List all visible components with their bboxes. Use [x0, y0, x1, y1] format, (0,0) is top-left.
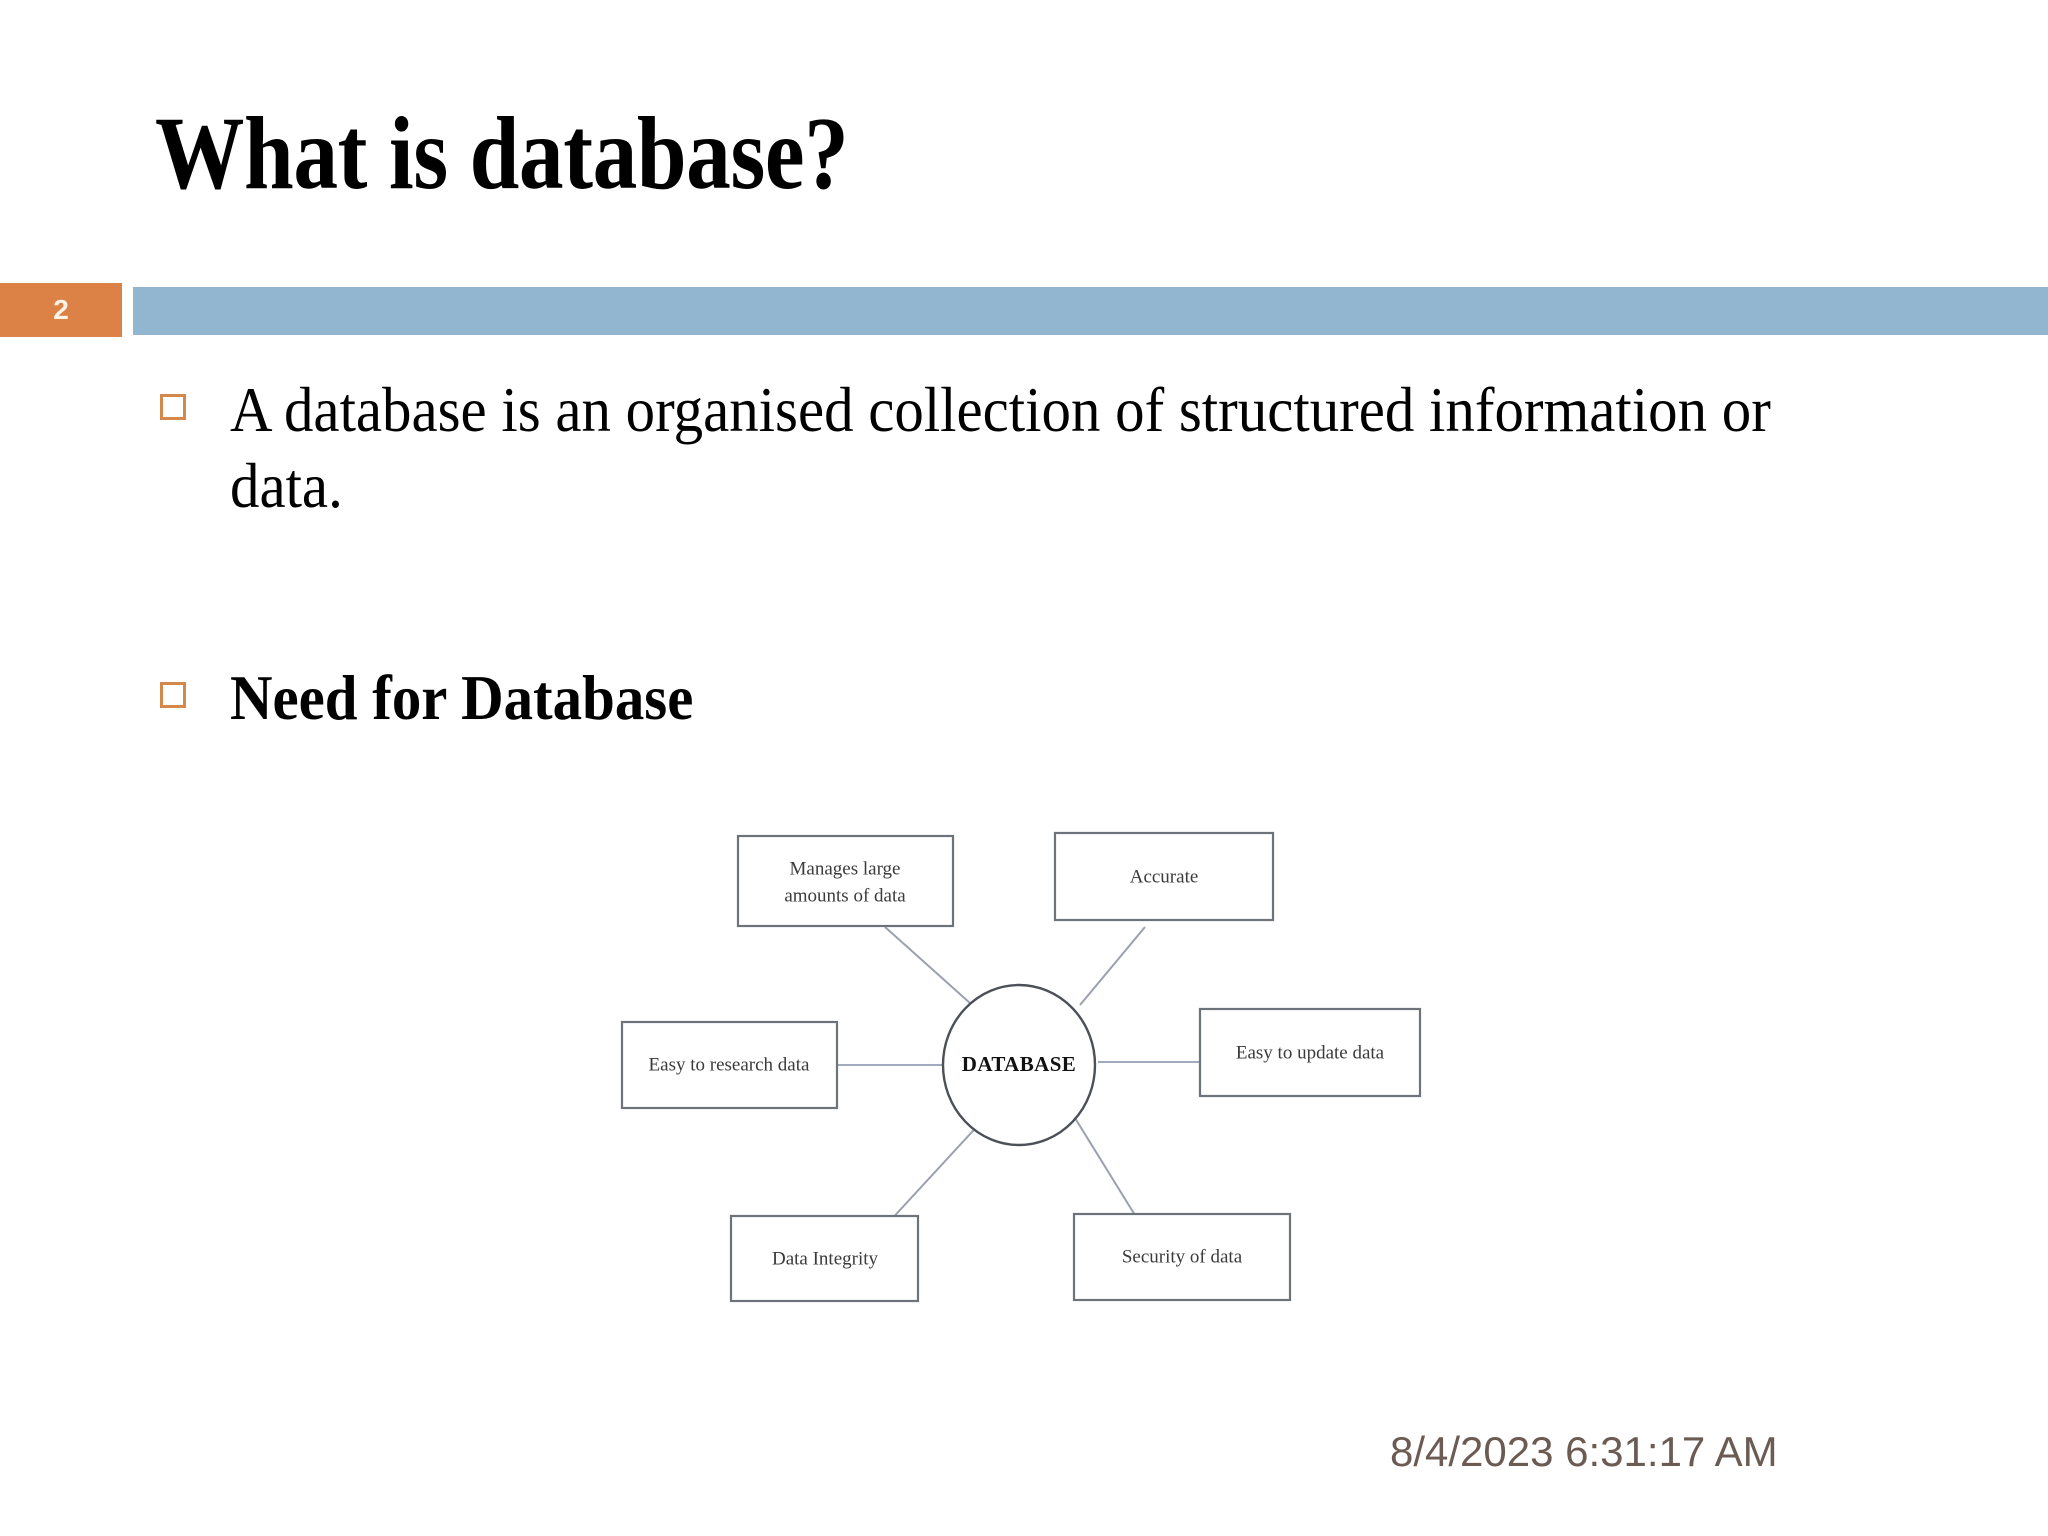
diagram-node-manages: Manages large amounts of data	[736, 834, 955, 928]
connector-manages	[884, 926, 981, 1013]
bullet-item-1-text: A database is an organised collection of…	[230, 374, 1771, 521]
bullet-item-2-text: Need for Database	[230, 662, 694, 733]
diagram-node-accurate: Accurate	[1053, 831, 1275, 922]
database-benefits-diagram: Manages large amounts of data Accurate E…	[600, 800, 1500, 1360]
diagram-node-update: Easy to update data	[1198, 1007, 1422, 1098]
bullet-item-1: A database is an organised collection of…	[160, 372, 2040, 523]
diagram-node-research: Easy to research data	[620, 1020, 839, 1110]
diagram-node-manages-line1: Manages large	[790, 858, 901, 879]
page-number-badge: 2	[0, 283, 122, 337]
connector-security	[1074, 1117, 1139, 1221]
diagram-node-accurate-label: Accurate	[1130, 866, 1199, 887]
bullet-item-2: Need for Database	[160, 660, 1360, 736]
page-number-label: 2	[53, 294, 69, 325]
square-bullet-icon	[160, 682, 186, 708]
diagram-node-security-label: Security of data	[1122, 1246, 1243, 1267]
diagram-node-manages-line2: amounts of data	[784, 885, 906, 906]
square-bullet-icon	[160, 394, 186, 420]
page-title: What is database?	[155, 96, 849, 211]
diagram-node-integrity-label: Data Integrity	[772, 1248, 879, 1269]
header-rule	[133, 287, 2048, 335]
diagram-node-security: Security of data	[1072, 1212, 1292, 1302]
diagram-node-update-label: Easy to update data	[1236, 1042, 1385, 1063]
timestamp: 8/4/2023 6:31:17 AM	[1390, 1428, 1778, 1475]
diagram-center-hub: DATABASE	[941, 983, 1097, 1147]
diagram-node-research-label: Easy to research data	[649, 1054, 810, 1075]
diagram-node-integrity: Data Integrity	[729, 1214, 920, 1303]
diagram-center-label: DATABASE	[962, 1052, 1076, 1076]
connector-accurate	[1079, 926, 1146, 1006]
connector-integrity	[887, 1119, 984, 1224]
